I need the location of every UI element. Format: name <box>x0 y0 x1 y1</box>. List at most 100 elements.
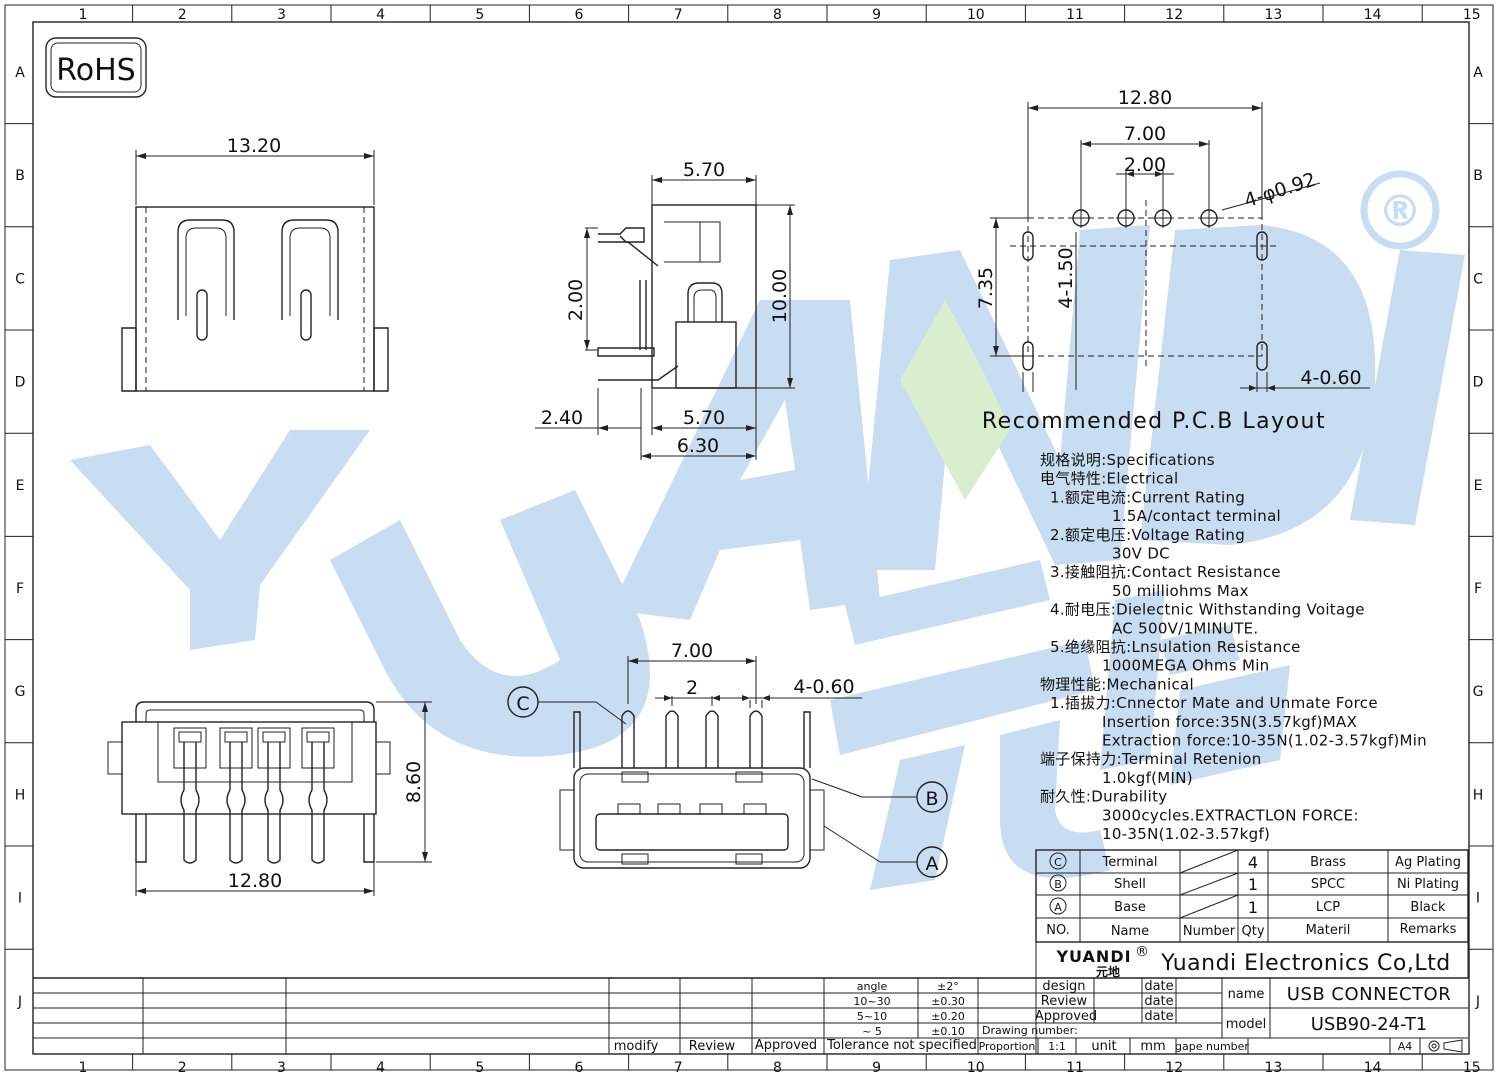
bom-callout-circle <box>1049 897 1067 915</box>
svg-text:12.80: 12.80 <box>228 870 282 892</box>
svg-text:5.70: 5.70 <box>683 407 725 429</box>
projection-symbol-icon <box>1428 1039 1463 1053</box>
svg-text:Proportion: Proportion <box>979 1040 1036 1053</box>
bom-qty: 1 <box>1248 898 1258 917</box>
grid-row-label: H <box>15 787 26 803</box>
grid-column-label: 15 <box>1463 1060 1481 1075</box>
svg-text:2.00: 2.00 <box>1124 154 1166 176</box>
grid-row-label: F <box>16 581 24 597</box>
terminal-contact <box>257 727 291 769</box>
svg-text:4-1.50: 4-1.50 <box>1055 247 1077 308</box>
svg-text:name: name <box>1228 987 1265 1002</box>
bom-material: Brass <box>1310 855 1346 870</box>
svg-text:Approved: Approved <box>1035 1009 1097 1024</box>
tolerance-range: 10~30 <box>853 995 890 1008</box>
svg-text:2.00: 2.00 <box>565 279 587 321</box>
svg-text:A4: A4 <box>1398 1040 1413 1053</box>
svg-text:7.00: 7.00 <box>671 640 713 662</box>
spec-line: 50 milliohms Max <box>1112 582 1249 600</box>
svg-text:Review: Review <box>1041 994 1088 1009</box>
callout-c: C <box>516 693 529 715</box>
bom-qty: 1 <box>1248 875 1258 894</box>
grid-row-label: E <box>16 478 25 494</box>
grid-row-label: B <box>1473 168 1483 184</box>
tolerance-value: ±0.10 <box>931 1025 965 1038</box>
bom-callout-circle <box>1049 852 1067 870</box>
grid-column-label: 2 <box>178 7 187 23</box>
svg-text:7.00: 7.00 <box>1124 123 1166 145</box>
spec-line: 3000cycles.EXTRACTLON FORCE: <box>1102 806 1359 824</box>
grid-column-label: 9 <box>872 7 881 23</box>
grid-column-label: 12 <box>1165 7 1183 23</box>
grid-row-label: A <box>15 65 25 81</box>
grid-column-label: 14 <box>1364 1060 1382 1075</box>
terminal-pin <box>665 710 679 768</box>
bom-material: LCP <box>1316 900 1340 915</box>
specifications-list: 规格说明:Specifications电气特性:Electrical1.额定电流… <box>1040 451 1427 843</box>
svg-text:1:1: 1:1 <box>1048 1040 1066 1053</box>
terminal-tab <box>178 731 202 743</box>
grid-column-label: 6 <box>575 7 584 23</box>
grid-column-label: 1 <box>79 7 88 23</box>
grid-column-label: 9 <box>872 1060 881 1075</box>
svg-text:±2°: ±2° <box>937 980 959 993</box>
svg-text:Review: Review <box>689 1039 736 1054</box>
tolerance-value: ±0.30 <box>931 995 965 1008</box>
title-block: YUANDI 元地 ® Yuandi Electronics Co,Ltd an… <box>33 941 1469 1054</box>
svg-text:4-0.60: 4-0.60 <box>793 676 854 698</box>
front-width-dim: 13.20 <box>227 135 281 157</box>
terminal-contact <box>301 727 335 769</box>
bom-name: Shell <box>1114 877 1146 892</box>
svg-text:2.40: 2.40 <box>541 407 583 429</box>
bottom-view: 8.60 12.80 <box>107 701 432 896</box>
bom-material: SPCC <box>1311 877 1345 892</box>
front-view: 13.20 <box>121 135 389 392</box>
bom-remarks: Ag Plating <box>1395 855 1461 870</box>
pcb-title: Recommended P.C.B Layout <box>982 409 1326 434</box>
grid-row-label: I <box>18 891 22 907</box>
side-view: 5.70 10.00 2.00 2.40 5.70 6.30 <box>535 159 795 460</box>
spec-line: 1000MEGA Ohms Min <box>1102 657 1269 675</box>
terminal-pin <box>308 742 328 864</box>
svg-text:4-φ0.92: 4-φ0.92 <box>1242 168 1319 212</box>
spec-line: 10-35N(1.02-3.57kgf) <box>1102 825 1270 843</box>
grid-row-label: C <box>15 271 25 287</box>
spec-line: 1.额定电流:Current Rating <box>1050 488 1245 506</box>
svg-text:4-0.60: 4-0.60 <box>1300 367 1361 389</box>
grid-column-label: 13 <box>1264 1060 1282 1075</box>
grid-column-label: 11 <box>1066 1060 1084 1075</box>
spec-line: 耐久性:Durability <box>1040 788 1167 806</box>
svg-text:5.70: 5.70 <box>683 159 725 181</box>
grid-column-label: 4 <box>376 1060 385 1075</box>
bom-callout-circle <box>1049 874 1067 892</box>
terminal-pin <box>264 742 284 864</box>
grid-row-label: H <box>1473 787 1484 803</box>
spec-line: 3.接触阻抗:Contact Resistance <box>1050 563 1281 581</box>
spec-line: AC 500V/1MINUTE. <box>1112 619 1259 637</box>
svg-text:7.35: 7.35 <box>975 267 997 309</box>
grid-column-label: 10 <box>967 7 985 23</box>
svg-text:Remarks: Remarks <box>1400 922 1457 937</box>
svg-text:model: model <box>1226 1017 1266 1032</box>
svg-text:NO.: NO. <box>1046 923 1070 938</box>
watermark-registered: ® <box>1378 186 1422 237</box>
grid-column-label: 14 <box>1364 7 1382 23</box>
svg-text:Number: Number <box>1183 924 1236 939</box>
bom-remarks: Ni Plating <box>1397 877 1459 892</box>
grid-row-label: E <box>1474 478 1483 494</box>
drawing-frame: 1122334455667788991010111112121313141415… <box>4 4 1494 1075</box>
spec-line: Insertion force:35N(3.57kgf)MAX <box>1102 713 1357 731</box>
svg-text:angle: angle <box>857 980 888 993</box>
terminal-pin <box>621 710 635 768</box>
spec-line: 2.额定电压:Voltage Rating <box>1050 526 1245 544</box>
svg-text:Qty: Qty <box>1241 924 1264 939</box>
product-name: USB CONNECTOR <box>1287 984 1451 1005</box>
pcb-layout: 12.80 7.00 2.00 4-φ0.92 7.35 4-1.50 <box>975 87 1370 434</box>
grid-column-label: 5 <box>475 1060 484 1075</box>
svg-text:元地: 元地 <box>1096 964 1120 979</box>
svg-text:unit: unit <box>1091 1039 1116 1054</box>
grid-column-label: 13 <box>1264 7 1282 23</box>
bom-no: B <box>1054 878 1062 891</box>
